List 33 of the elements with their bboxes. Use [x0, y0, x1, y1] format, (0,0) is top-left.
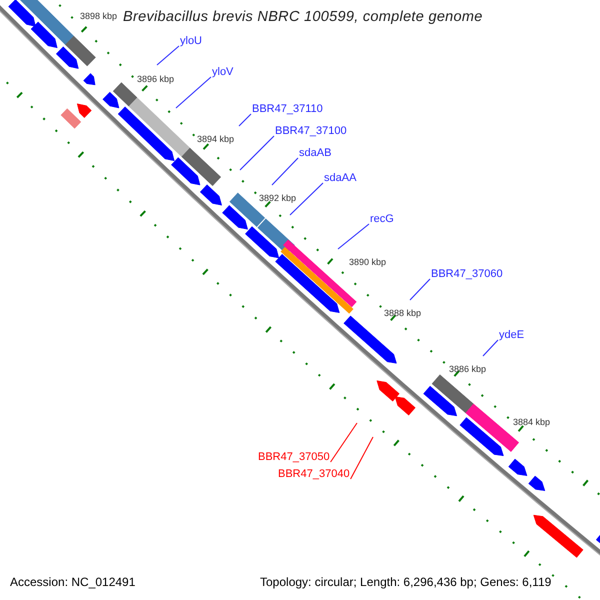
- footer-text: Topology: circular; Length: 6,296,436 bp; Genes: 6,119: [260, 575, 552, 589]
- gene-label: BBR47_37100: [275, 125, 347, 138]
- tick-label: 3884 kbp: [513, 417, 550, 428]
- leader-line: [240, 136, 274, 170]
- leader-line: [410, 278, 430, 300]
- gene-label: BBR47_37050: [258, 451, 330, 464]
- leader-line: [330, 422, 358, 462]
- tick-label: 3898 kbp: [80, 11, 118, 22]
- gene-label: recG: [370, 213, 394, 226]
- leader-line: [290, 182, 324, 216]
- leader-line: [350, 436, 374, 480]
- leader-line: [176, 76, 212, 108]
- gene-label: BBR47_37060: [431, 268, 503, 281]
- gene-label: BBR47_37110: [252, 103, 323, 116]
- tick-label: 3894 kbp: [197, 134, 234, 145]
- footer-text: Accession: NC_012491: [10, 575, 136, 589]
- leader-line: [272, 158, 298, 186]
- tick-label: 3896 kbp: [137, 74, 174, 85]
- tick-label: 3892 kbp: [259, 193, 296, 204]
- leader-line: [482, 340, 498, 356]
- tick-label: 3888 kbp: [384, 308, 422, 319]
- gene-label: sdaAA: [324, 172, 356, 185]
- gene-label: yloU: [180, 35, 202, 48]
- diagram-title: Brevibacillus brevis NBRC 100599, complete genome: [123, 9, 483, 26]
- tick-label: 3886 kbp: [449, 364, 486, 375]
- leader-line: [156, 46, 180, 66]
- gene-label: yloV: [212, 66, 234, 79]
- leader-line: [338, 224, 370, 250]
- gene-label: BBR47_37040: [278, 468, 350, 481]
- gene-label: ydeE: [499, 329, 524, 342]
- gene-label: sdaAB: [299, 147, 332, 160]
- tick-label: 3890 kbp: [349, 257, 386, 268]
- leader-line: [238, 114, 252, 126]
